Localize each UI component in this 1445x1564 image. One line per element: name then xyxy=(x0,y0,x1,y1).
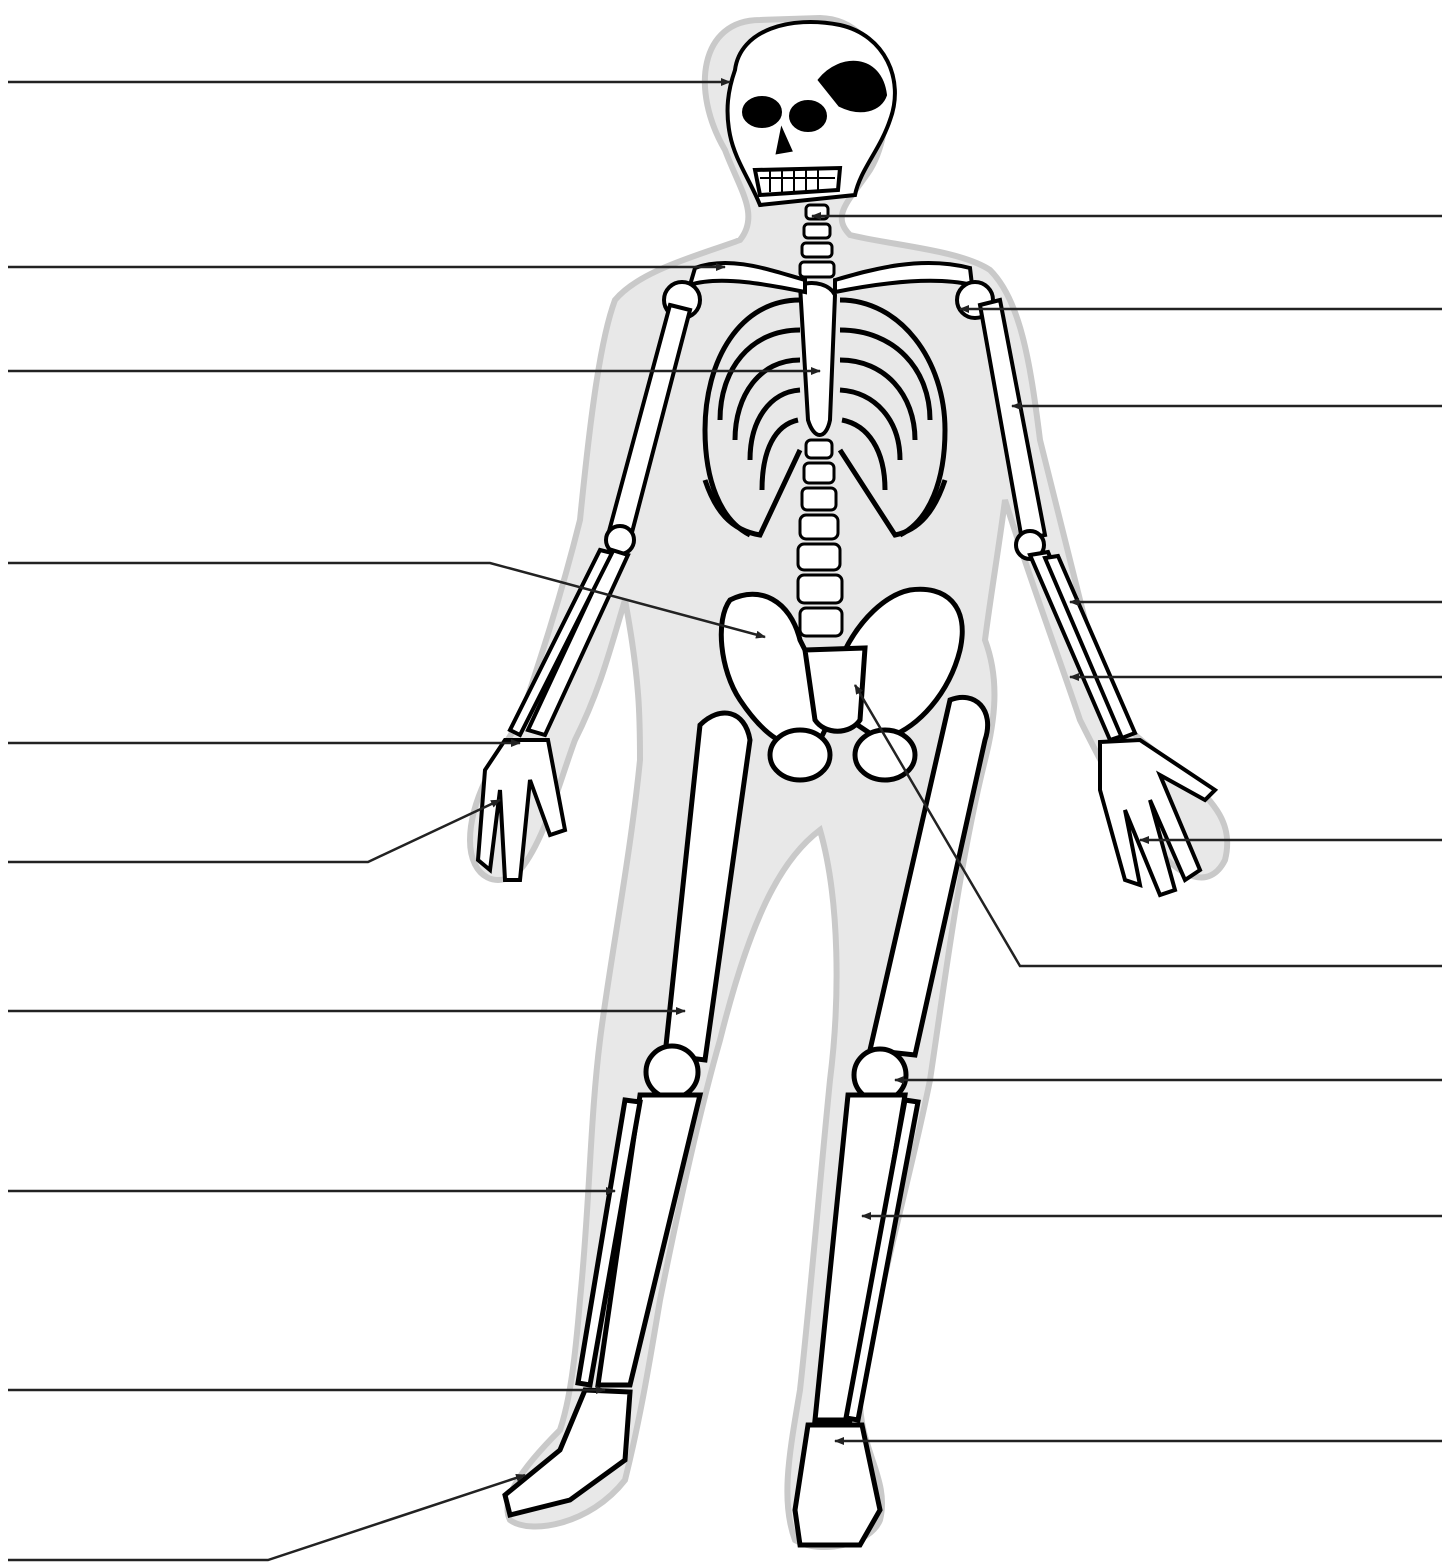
patella-left xyxy=(646,1046,698,1098)
sacrum xyxy=(805,648,865,731)
skull xyxy=(728,22,895,205)
leader-line-metacarpals xyxy=(8,800,500,862)
leader-line-metatarsals xyxy=(8,1475,525,1560)
hand-left xyxy=(478,740,565,880)
foot-right xyxy=(795,1425,880,1545)
